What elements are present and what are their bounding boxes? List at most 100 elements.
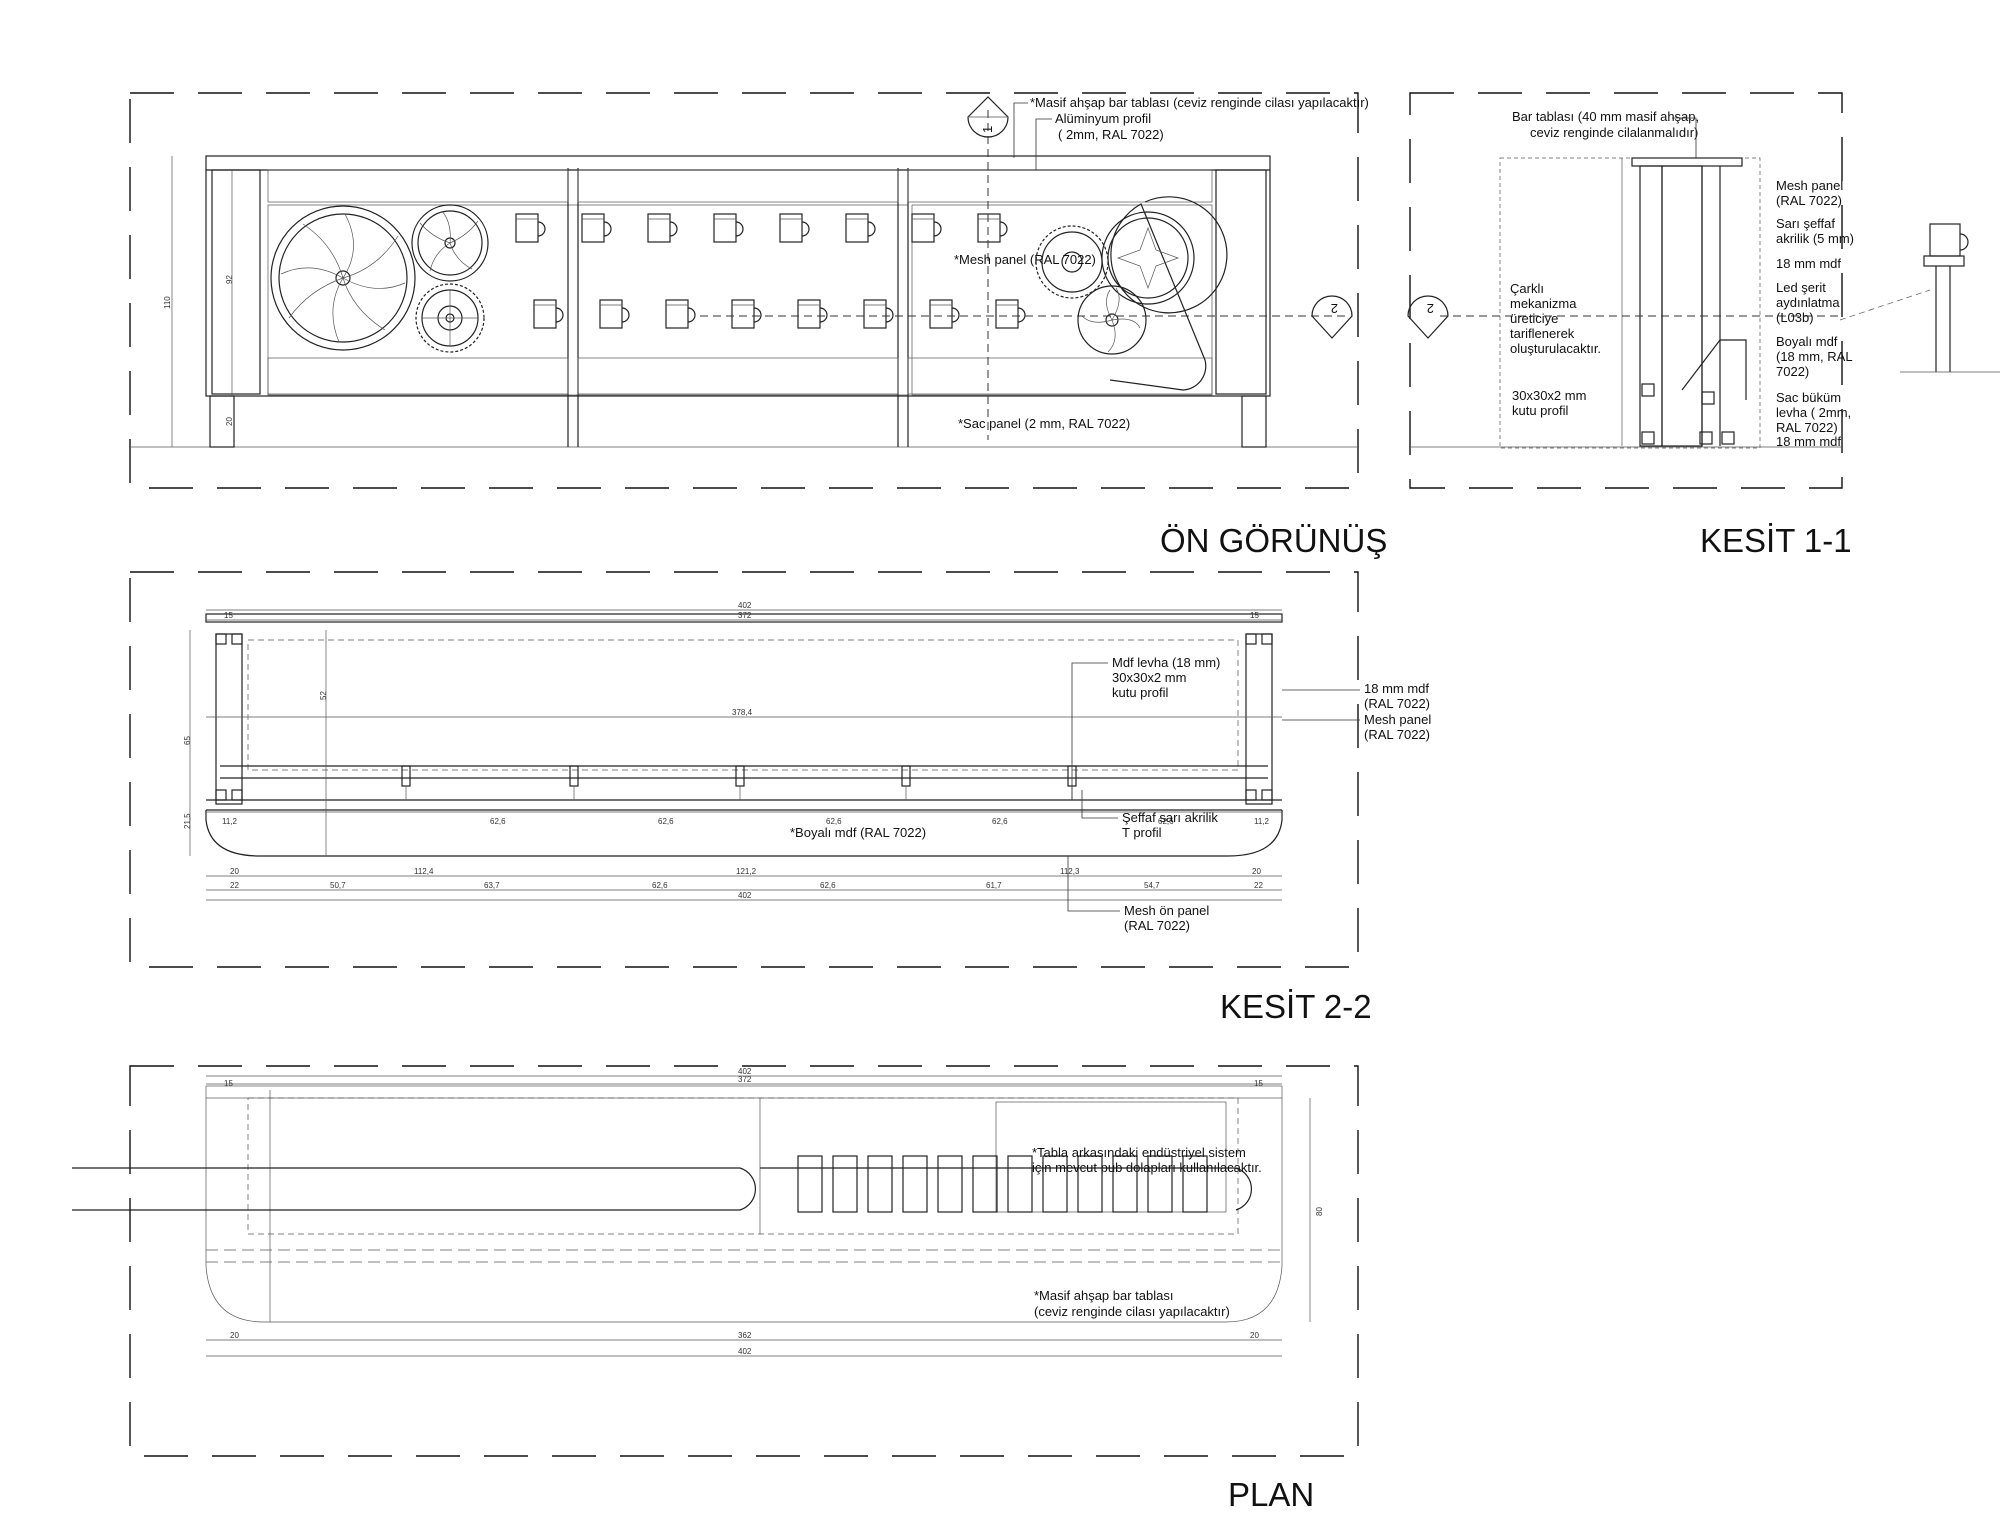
plan-tap-7 bbox=[1042, 1155, 1068, 1213]
plan-dim-total-bottom: 402 bbox=[738, 1347, 752, 1356]
plan-tap-10 bbox=[1147, 1155, 1173, 1213]
s22-dim-c4: 62,6 bbox=[652, 881, 668, 890]
front-left-post bbox=[211, 169, 261, 395]
s22-left-post bbox=[215, 633, 243, 805]
front-right-leg bbox=[1241, 395, 1267, 448]
s22-note-b1: 18 mm mdf bbox=[1364, 681, 1429, 696]
beer-mug-r1-7 bbox=[977, 213, 1008, 243]
section-marker-2-front: 2 bbox=[1311, 295, 1353, 339]
s22-note-d1: *Boyalı mdf (RAL 7022) bbox=[790, 825, 926, 840]
t-profile-2 bbox=[735, 765, 745, 800]
s22-leader-a bbox=[1071, 662, 1108, 800]
front-view: 1 2 110 92 20 *Masif ahşap bar tablası (… bbox=[129, 92, 1387, 559]
plan-note-4: (ceviz renginde cilası yapılacaktır) bbox=[1034, 1304, 1230, 1319]
front-view-frame bbox=[129, 92, 1359, 489]
plan-top-band bbox=[205, 1085, 1283, 1099]
s22-note-e1: Mesh ön panel bbox=[1124, 903, 1209, 918]
s22-dim-s6: 62,6 bbox=[1158, 817, 1174, 826]
plan-tap-4 bbox=[937, 1155, 963, 1213]
plan-tap-3 bbox=[902, 1155, 928, 1213]
front-note-bar-top: *Masif ahşap bar tablası (ceviz renginde… bbox=[1030, 95, 1369, 110]
plan-tap-8 bbox=[1077, 1155, 1103, 1213]
front-medium-wheel bbox=[411, 204, 489, 282]
plan-dim-inner: 372 bbox=[738, 1075, 752, 1084]
plan-note-1: *Tabla arkasındaki endüstriyel sistem bbox=[1032, 1145, 1246, 1160]
front-mugs-row-1 bbox=[515, 213, 1008, 243]
plan-dim-total: 402 bbox=[738, 1067, 752, 1076]
s22-dim-c1: 22 bbox=[230, 881, 239, 890]
beer-mug-r2-5 bbox=[863, 299, 894, 329]
front-counter-outline bbox=[205, 155, 1271, 397]
plan-title: PLAN bbox=[1228, 1476, 1314, 1513]
s11-note-l2: mekanizma bbox=[1510, 296, 1577, 311]
s22-note-e2: (RAL 7022) bbox=[1124, 918, 1190, 933]
s11-note-r2: (RAL 7022) bbox=[1776, 193, 1842, 208]
section11-box-4 bbox=[1721, 431, 1735, 445]
t-profile-0 bbox=[401, 765, 411, 800]
s22-dim-s4: 62,6 bbox=[826, 817, 842, 826]
s22-note-a3: kutu profil bbox=[1112, 685, 1168, 700]
front-rail-b bbox=[577, 169, 899, 203]
plan-frame bbox=[129, 1065, 1359, 1457]
beer-mug-r2-4 bbox=[797, 299, 828, 329]
front-leader-1 bbox=[1013, 102, 1028, 158]
s11-note-l5: oluşturulacaktır. bbox=[1510, 341, 1601, 356]
s22-note-c2: T profil bbox=[1122, 825, 1162, 840]
plan-note-3: *Masif ahşap bar tablası bbox=[1034, 1288, 1173, 1303]
plan-note-2: için mevcut pub dolapları kullanılacaktı… bbox=[1032, 1160, 1262, 1175]
plan-tap-1 bbox=[832, 1155, 858, 1213]
front-dim-110: 110 bbox=[163, 296, 172, 309]
section22-frame bbox=[129, 571, 1359, 968]
beer-mug-r2-1 bbox=[599, 299, 630, 329]
s11-note-r8: (L03b) bbox=[1776, 310, 1814, 325]
s11-note-r3: Sarı şeffaf bbox=[1776, 216, 1835, 231]
s11-note-r5: 18 mm mdf bbox=[1776, 256, 1841, 271]
s22-dim-b4: 112,3 bbox=[1060, 867, 1080, 876]
s11-note-l1: Çarklı bbox=[1510, 281, 1544, 296]
s22-dim-c6: 61,7 bbox=[986, 881, 1002, 890]
s22-top-band bbox=[205, 613, 1283, 623]
s22-dim-v1: 65 bbox=[183, 736, 192, 745]
s11-note-l3: üreticiye bbox=[1510, 311, 1558, 326]
s11-note-r4: akrilik (5 mm) bbox=[1776, 231, 1854, 246]
marker-2-label-b: 2 bbox=[1427, 301, 1434, 316]
s22-box-tl2 bbox=[231, 633, 243, 645]
s11-note-r10: (18 mm, RAL bbox=[1776, 349, 1853, 364]
plan-dim-side-r: 15 bbox=[1254, 1079, 1263, 1088]
s22-dim-s2: 62,6 bbox=[490, 817, 506, 826]
section-marker-2-section: 2 bbox=[1407, 295, 1449, 339]
marker-1-label: 1 bbox=[980, 126, 995, 133]
section11-detail-sketch bbox=[1839, 223, 2000, 373]
s22-note-a2: 30x30x2 mm bbox=[1112, 670, 1186, 685]
section11-box-1 bbox=[1641, 383, 1655, 397]
s22-inner-dashed bbox=[247, 639, 1239, 771]
s11-note-r11: 7022) bbox=[1776, 364, 1809, 379]
plan-outline bbox=[205, 1098, 1283, 1323]
s22-dim-c5: 62,6 bbox=[820, 881, 836, 890]
s11-note-top-2: ceviz renginde cilalanmalıdır) bbox=[1530, 125, 1698, 140]
plan-view: 402 372 15 15 20 362 20 402 80 *Tabla ar… bbox=[72, 1065, 1359, 1513]
section11-post bbox=[1639, 165, 1663, 447]
s11-note-l7: kutu profil bbox=[1512, 403, 1568, 418]
front-leader-2 bbox=[1035, 118, 1052, 170]
s11-note-l6: 30x30x2 mm bbox=[1512, 388, 1586, 403]
beer-mug-r2-0 bbox=[533, 299, 564, 329]
s22-box-tr bbox=[1245, 633, 1257, 645]
front-large-wheel bbox=[270, 205, 416, 351]
s22-note-b4: (RAL 7022) bbox=[1364, 727, 1430, 742]
beer-mug-r1-4 bbox=[779, 213, 810, 243]
s22-dim-b3: 121,2 bbox=[736, 867, 757, 876]
front-dim-20: 20 bbox=[225, 417, 234, 426]
beer-mug-r1-1 bbox=[581, 213, 612, 243]
s11-note-r1: Mesh panel bbox=[1776, 178, 1843, 193]
front-view-title: ÖN GÖRÜNÜŞ bbox=[1160, 522, 1387, 559]
front-left-leg bbox=[209, 395, 235, 448]
s11-note-r7: aydınlatma bbox=[1776, 295, 1840, 310]
plan-inner-dashed bbox=[247, 1097, 1239, 1235]
s22-box-bl2 bbox=[231, 789, 243, 801]
front-rail-c bbox=[907, 169, 1213, 203]
s22-leader-e bbox=[1067, 856, 1120, 912]
section22-title: KESİT 2-2 bbox=[1220, 988, 1372, 1025]
s22-note-b2: (RAL 7022) bbox=[1364, 696, 1430, 711]
